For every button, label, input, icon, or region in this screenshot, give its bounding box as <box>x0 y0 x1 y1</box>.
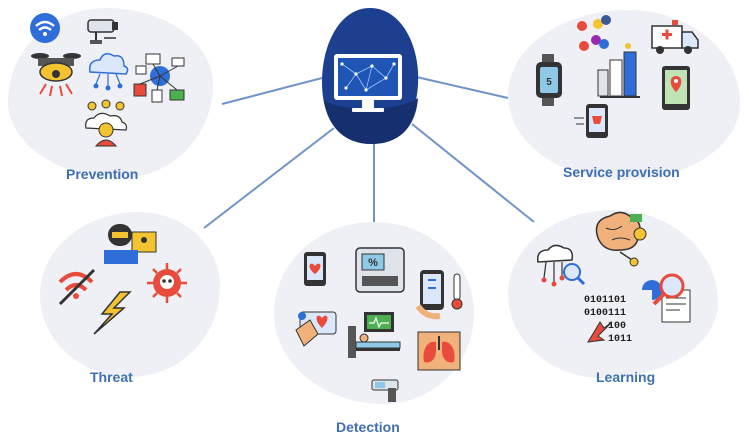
cloud-search-icon <box>536 244 586 287</box>
smart-city-icon <box>597 43 640 98</box>
connector-prevention <box>221 77 323 105</box>
node-label-learning: Learning <box>596 369 656 385</box>
cloud-network-icon <box>88 53 129 91</box>
wifi-icon <box>30 13 60 43</box>
drone-icon <box>31 53 81 97</box>
node-label-threat: Threat <box>90 369 133 385</box>
heart-monitor-phone-icon <box>304 252 326 286</box>
medical-analyzer-icon: % <box>355 247 405 293</box>
binary-line-4: 1011 <box>608 334 632 345</box>
binary-line-3: 100 <box>608 321 626 332</box>
users-cloud-icon <box>85 99 128 147</box>
connector-threat <box>203 127 335 229</box>
connector-learning <box>411 123 535 223</box>
analyzer-percent-text: % <box>368 257 378 269</box>
iot-devices-network-icon <box>133 53 185 103</box>
center-monitor-icon <box>322 8 419 144</box>
mobile-shopping-icon <box>574 104 608 138</box>
thermometer-tablet-icon <box>415 270 463 320</box>
node-label-detection: Detection <box>336 419 400 435</box>
heart-hand-touch-icon <box>295 311 337 347</box>
smartwatch-icon: 5 <box>536 54 562 106</box>
social-media-icons <box>577 15 611 51</box>
virus-skull-icon <box>147 263 187 303</box>
security-camera-icon <box>87 19 118 44</box>
connector-service <box>411 75 509 99</box>
infrared-thermometer-icon <box>371 379 399 402</box>
hacker-icon <box>104 224 157 264</box>
map-location-icon <box>662 66 690 110</box>
binary-line-2: 0100111 <box>584 308 626 319</box>
data-analysis-search-icon <box>642 273 691 323</box>
node-label-service-provision: Service provision <box>563 164 680 180</box>
lungs-xray-icon <box>417 331 461 371</box>
binary-data-icon: 0101101 0100111 100 1011 <box>584 295 632 345</box>
binary-line-1: 0101101 <box>584 295 626 306</box>
node-label-prevention: Prevention <box>66 166 139 182</box>
svg-text:5: 5 <box>546 77 552 88</box>
no-wifi-icon <box>58 268 96 306</box>
brain-idea-icon <box>595 211 647 267</box>
lightning-attack-icon <box>93 291 132 335</box>
ambulance-icon <box>651 20 699 54</box>
patient-bed-monitor-icon <box>348 312 401 358</box>
